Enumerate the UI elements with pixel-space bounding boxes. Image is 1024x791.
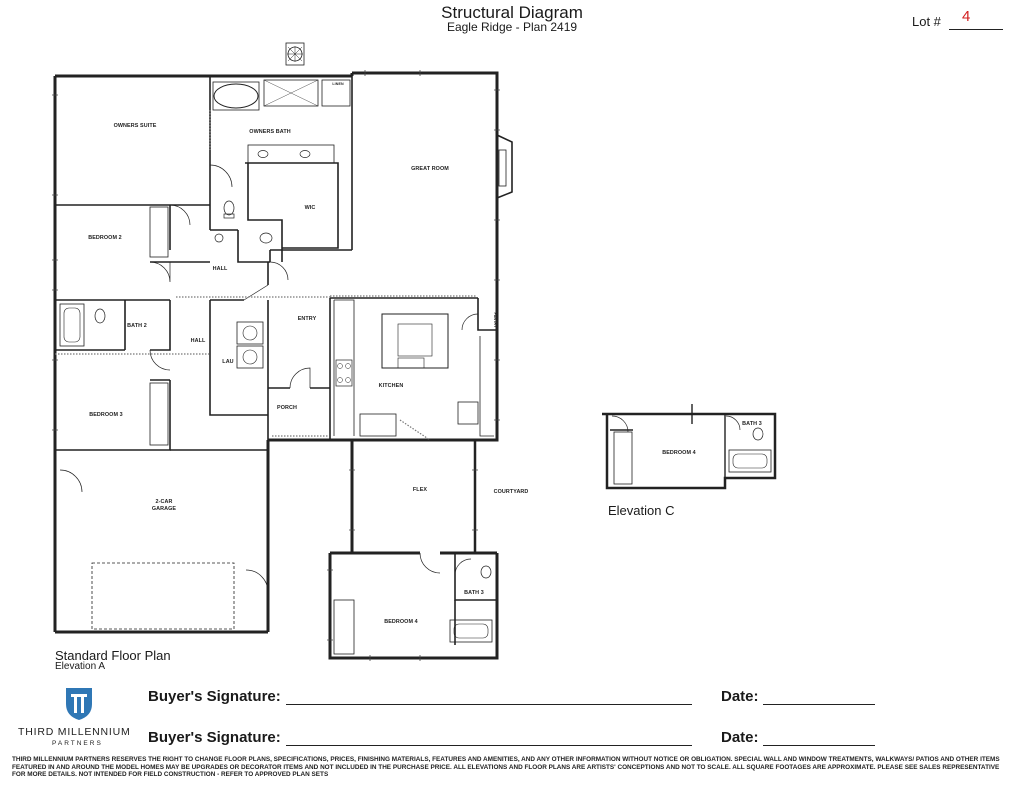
date-line-2[interactable] (763, 745, 875, 746)
room-pantry: PANTRY (493, 313, 497, 328)
room-bedroom-2: BEDROOM 2 (88, 235, 122, 241)
room-hall-1: HALL (213, 266, 228, 272)
room-garage-line1: 2-CAR (156, 499, 173, 505)
room-garage-line2: GARAGE (152, 506, 177, 512)
lot-value: 4 (962, 8, 971, 25)
room-bedroom-3: BEDROOM 3 (89, 412, 123, 418)
room-bath-3: BATH 3 (464, 590, 484, 596)
floor-plan-elevation: Elevation A (55, 661, 106, 672)
room-bedroom-4: BEDROOM 4 (384, 619, 418, 625)
room-porch: PORCH (277, 405, 297, 411)
room-great-room: GREAT ROOM (411, 166, 449, 172)
room-owners-bath: OWNERS BATH (249, 129, 290, 135)
date-line-1[interactable] (763, 704, 875, 705)
room-flex: FLEX (413, 487, 427, 493)
room-bath-2: BATH 2 (127, 323, 147, 329)
room-linen: LINEN (332, 82, 344, 86)
buyer-signature-label-1: Buyer's Signature: (148, 688, 281, 705)
buyer-signature-label-2: Buyer's Signature: (148, 729, 281, 746)
elevation-c-caption: Elevation C (608, 503, 675, 518)
elev-c-bath-3: BATH 3 (742, 421, 762, 427)
vent-icon (285, 42, 305, 66)
room-kitchen: KITCHEN (379, 383, 404, 389)
area-courtyard: COURTYARD (494, 489, 529, 495)
date-label-2: Date: (721, 729, 759, 746)
room-wic: WIC (305, 205, 316, 211)
company-logo-sub: PARTNERS (52, 740, 103, 747)
company-logo-name: THIRD MILLENNIUM (18, 726, 131, 738)
floor-plan-caption: Standard Floor Plan (55, 648, 171, 663)
room-hall-2: HALL (191, 338, 206, 344)
buyer-signature-line-1[interactable] (286, 704, 692, 705)
date-label-1: Date: (721, 688, 759, 705)
room-owners-suite: OWNERS SUITE (114, 123, 157, 129)
elev-c-bedroom-4: BEDROOM 4 (662, 450, 696, 456)
buyer-signature-line-2[interactable] (286, 745, 692, 746)
company-logo-icon (66, 688, 92, 720)
room-laundry: LAU (222, 359, 233, 365)
lot-label: Lot # (912, 14, 941, 29)
plan-subtitle: Eagle Ridge - Plan 2419 (446, 20, 578, 34)
lot-field-line (949, 29, 1003, 30)
room-entry: ENTRY (298, 316, 317, 322)
legal-disclaimer: THIRD MILLENNIUM PARTNERS RESERVES THE R… (12, 756, 1000, 779)
page-title: Structural Diagram (441, 3, 583, 22)
floor-plan-drawing: OWNERS SUITE OWNERS BATH WIC GREAT ROOM … (52, 42, 777, 661)
